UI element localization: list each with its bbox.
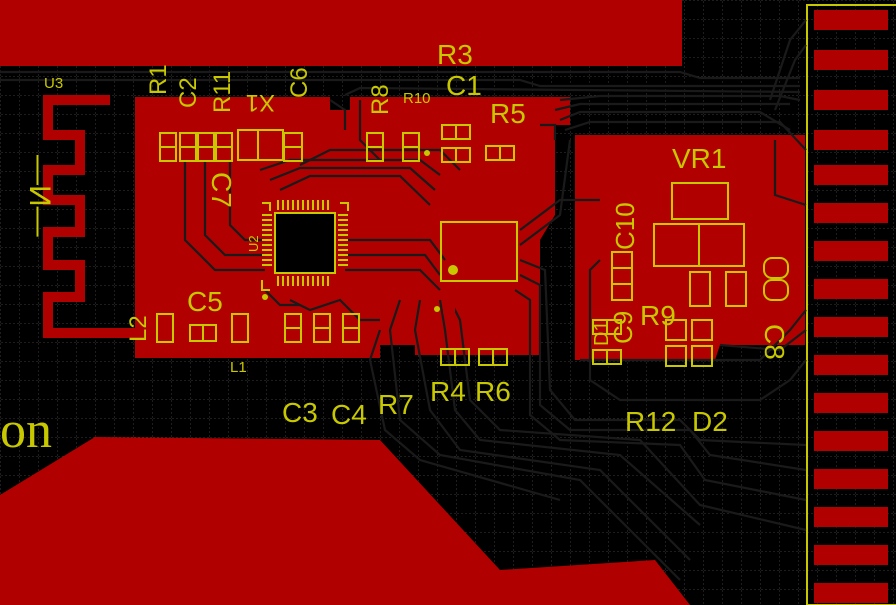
- antenna-trace[interactable]: [43, 95, 150, 338]
- top-copper-pour[interactable]: [0, 0, 682, 66]
- right-module-pour[interactable]: [575, 135, 805, 360]
- label-l1: L1: [230, 359, 247, 376]
- label-r12: R12: [625, 406, 676, 437]
- soic-chip[interactable]: [424, 150, 518, 317]
- bottom-copper-pour[interactable]: [0, 437, 690, 605]
- antenna-feed-pad[interactable]: [96, 95, 110, 105]
- left-module-pour[interactable]: [135, 97, 570, 358]
- label-c4: C4: [331, 399, 367, 430]
- label-c8: C8: [759, 324, 790, 360]
- label-r8: R8: [367, 84, 394, 115]
- label-c6: C6: [286, 67, 313, 98]
- soic-pins: [443, 186, 515, 317]
- label-c9: C9: [608, 311, 638, 344]
- label-c3: C3: [282, 397, 318, 428]
- label-r4: R4: [430, 376, 466, 407]
- label-u2: U2: [246, 235, 261, 252]
- label-r10: R10: [403, 90, 431, 107]
- label-c2: C2: [175, 77, 202, 108]
- label-r6: R6: [475, 376, 511, 407]
- label-r9: R9: [640, 300, 676, 331]
- left-edge-glyph: —И—: [23, 155, 56, 237]
- u2-pins: [262, 200, 348, 286]
- silkscreen-labels: U3 R1 C2 R11 C6 X1 R8 R10 R3 C1 R5 C7 U2…: [0, 39, 790, 459]
- label-r3: R3: [437, 39, 473, 70]
- board-edge-text: on: [0, 402, 52, 459]
- connector-fingers[interactable]: [814, 10, 888, 603]
- label-c1: C1: [446, 70, 482, 101]
- connector-outline: [806, 4, 896, 605]
- label-r11: R11: [209, 71, 236, 113]
- label-r1: R1: [145, 64, 172, 95]
- copper-pours: [0, 0, 805, 605]
- edge-connector: [806, 4, 896, 605]
- vr1-regulator[interactable]: [653, 182, 747, 307]
- label-d2: D2: [692, 406, 728, 437]
- label-r5: R5: [490, 98, 526, 129]
- label-vr1: VR1: [672, 143, 726, 174]
- label-c10: C10: [610, 202, 640, 250]
- label-x1: X1: [246, 89, 275, 116]
- label-c7: C7: [206, 172, 237, 208]
- label-d1: D1: [591, 320, 613, 346]
- label-c5: C5: [187, 286, 223, 317]
- label-l2: L2: [125, 315, 152, 342]
- u2-qfn-chip[interactable]: [261, 200, 349, 300]
- label-r7: R7: [378, 389, 414, 420]
- passive-pads[interactable]: [156, 124, 789, 367]
- signal-traces: [0, 19, 807, 581]
- label-u3: U3: [44, 75, 63, 92]
